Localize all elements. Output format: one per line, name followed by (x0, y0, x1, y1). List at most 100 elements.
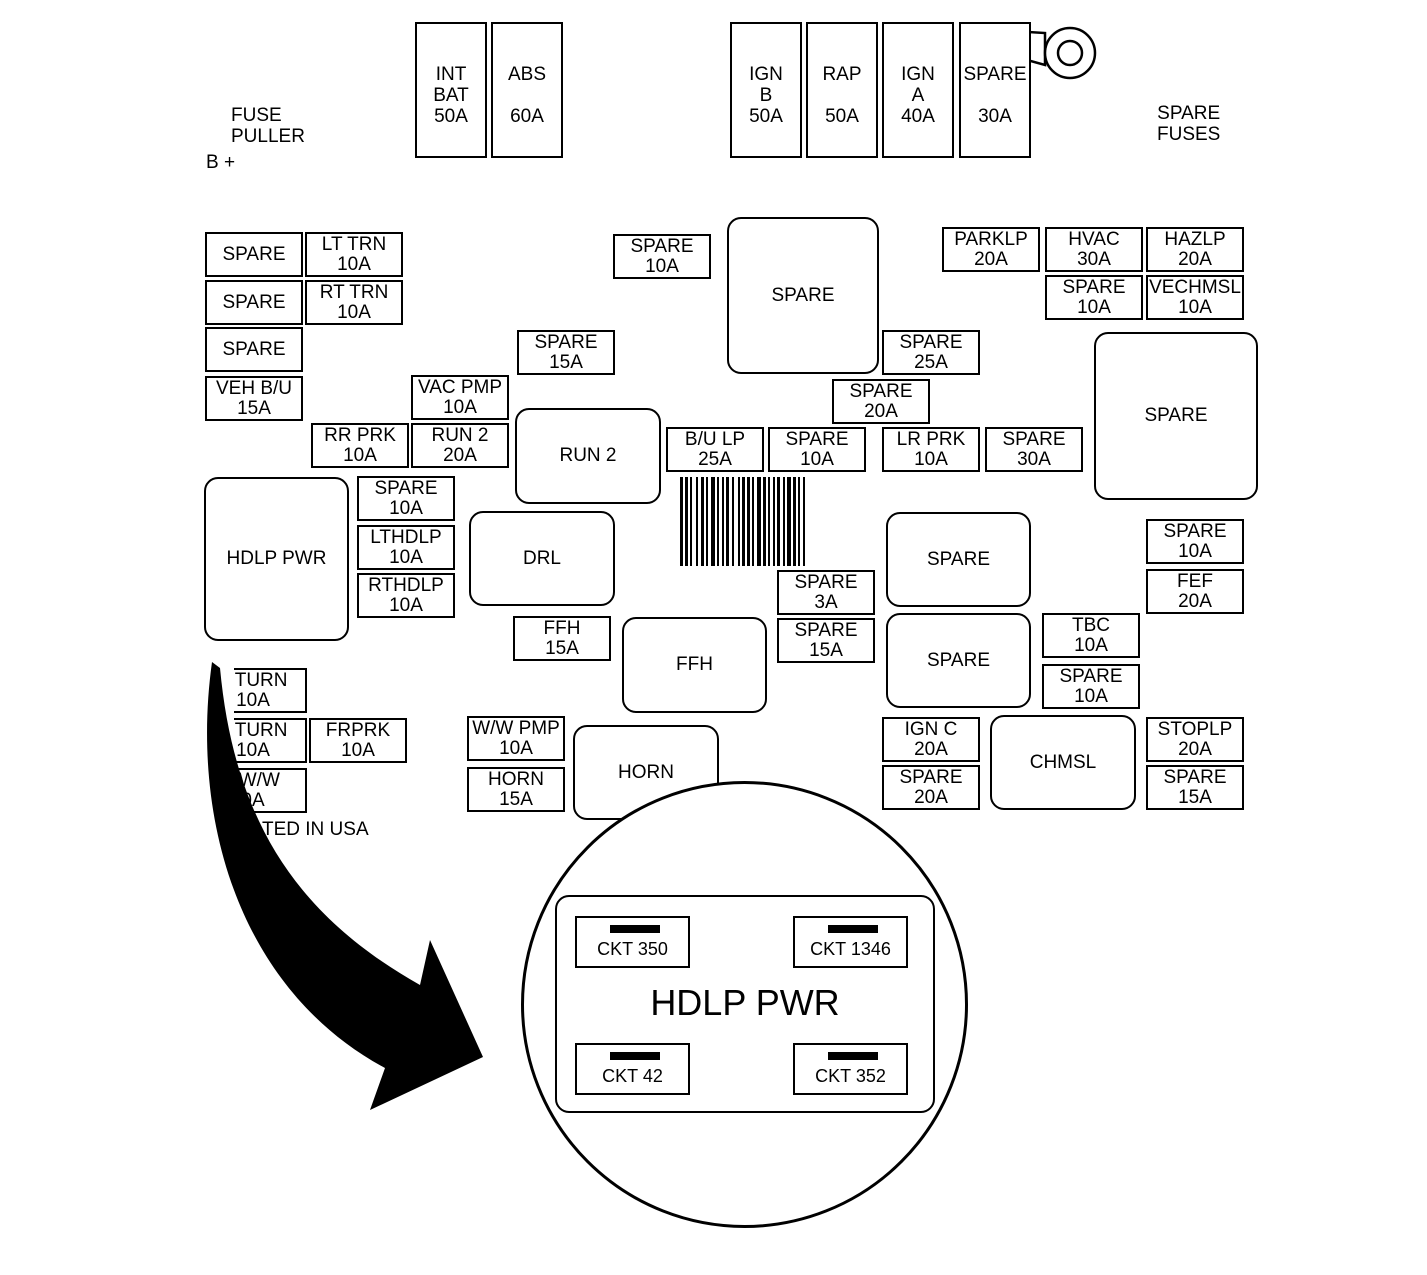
relay-label: RUN 2 (559, 445, 617, 466)
mini-fuse-text: 30A (1077, 248, 1111, 270)
relay: SPARE (886, 613, 1031, 708)
mini-fuse: SPARE (205, 327, 303, 372)
mini-fuse-text: 10A (337, 253, 371, 275)
mini-fuse-text: 10A (1178, 540, 1212, 562)
mini-fuse-text: 15A (1178, 786, 1212, 808)
circuit-label: CKT 1346 (810, 939, 891, 959)
barcode-stripe (738, 477, 740, 566)
circuit-terminal: CKT 352 (793, 1043, 908, 1095)
mini-fuse-text: 30A (1017, 448, 1051, 470)
maxi-fuse-text: ABS (507, 64, 547, 85)
circuit-label: CKT 352 (815, 1066, 886, 1086)
mini-fuse-text: 10A (389, 546, 423, 568)
mini-fuse-text: W/W PMP (472, 717, 560, 739)
mini-fuse-text: HORN (488, 768, 544, 790)
mini-fuse-text: VEH B/U (215, 377, 293, 399)
mini-fuse-text: 10A (389, 497, 423, 519)
mini-fuse-text: RUN 2 (431, 424, 489, 446)
mini-fuse-text: SPARE (899, 766, 963, 788)
mini-fuse-text: 10A (443, 396, 477, 418)
maxi-fuse-text: BAT (433, 85, 469, 106)
relay: SPARE (886, 512, 1031, 607)
relay: FFH (622, 617, 767, 713)
mini-fuse-text: SPARE (794, 571, 858, 593)
mini-fuse-text: 10A (343, 444, 377, 466)
circuit-terminal: CKT 1346 (793, 916, 908, 968)
detail-magnifier (521, 781, 968, 1228)
barcode-stripe (690, 477, 692, 566)
barcode-stripe (747, 477, 750, 566)
barcode (680, 477, 883, 566)
mini-fuse-text: 25A (914, 351, 948, 373)
mini-fuse-text: 20A (864, 400, 898, 422)
barcode-stripe (793, 477, 796, 566)
mini-fuse-text: PW/W (234, 769, 280, 791)
battery-positive-label: B + (206, 152, 236, 173)
mini-fuse-text: 3A (814, 591, 838, 613)
relay: SPARE (1094, 332, 1258, 500)
mini-fuse-text: 10A (1178, 296, 1212, 318)
mini-fuse-text: 20A (914, 786, 948, 808)
relay-label: SPARE (771, 284, 835, 306)
mini-fuse-text: 15A (545, 637, 579, 659)
relay: SPARE (727, 217, 879, 374)
mini-fuse-text: SPARE (849, 380, 913, 402)
mini-fuse-text: 20A (914, 738, 948, 760)
barcode-stripe (757, 477, 761, 566)
mini-fuse-text: 10A (1074, 634, 1108, 656)
mini-fuse-text: SPARE (1002, 428, 1066, 450)
maxi-fuse-text: IGN (749, 64, 783, 85)
mini-fuse-text: 20A (1178, 738, 1212, 760)
mini-fuse-text: SPARE (1163, 520, 1227, 542)
mini-fuse-text: SPARE (1062, 276, 1126, 298)
mini-fuse-text: 10A (914, 448, 948, 470)
relay: DRL (469, 511, 615, 606)
circuit-label: CKT 350 (597, 939, 668, 959)
mini-fuse-text: PARKLP (954, 228, 1028, 250)
maxi-fuse-text: 40A (901, 106, 935, 127)
mini-fuse-text: SPARE (222, 243, 286, 265)
mini-fuse-text: 15A (549, 351, 583, 373)
maxi-fuse-text: RAP (822, 64, 862, 85)
maxi-fuse: SPARE 30A (959, 22, 1031, 158)
barcode-stripe (706, 477, 708, 566)
mini-fuse-text: RTHDLP (368, 574, 444, 596)
detail-title: HDLP PWR (650, 982, 840, 1023)
relay-label: CHMSL (1029, 751, 1097, 773)
barcode-stripe (685, 477, 688, 566)
mini-fuse: SPARE (205, 280, 303, 325)
mini-fuse-text: 10A (337, 301, 371, 323)
mini-fuse-text: LTHDLP (370, 526, 442, 548)
mini-fuse-text: T TURN (234, 669, 288, 691)
circuit-terminal: CKT 350 (575, 916, 690, 968)
relay: RUN 2 (515, 408, 661, 504)
mini-fuse-text: SPARE (1059, 665, 1123, 687)
circuit-label: CKT 42 (602, 1066, 663, 1086)
relay: CHMSL (990, 715, 1136, 810)
relay-label: SPARE (926, 649, 990, 671)
mini-fuse-text: 20A (443, 444, 477, 466)
mini-fuse-text: SPARE (794, 619, 858, 641)
mini-fuse-text: SPARE (374, 477, 438, 499)
mini-fuse-text: VECHMSL (1149, 276, 1241, 298)
mini-fuse-text: SPARE (899, 331, 963, 353)
